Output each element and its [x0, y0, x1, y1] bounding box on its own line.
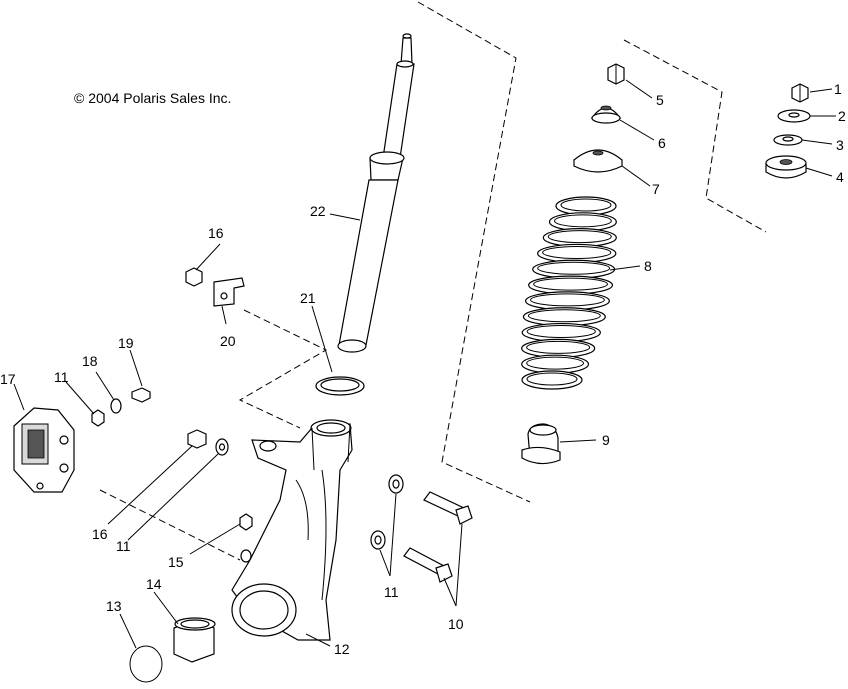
- caliper-washer: [215, 438, 229, 456]
- callout-11-bolts: 11: [384, 584, 399, 600]
- mounting-bolt-lower: [403, 547, 453, 583]
- callout-18: 18: [82, 353, 98, 369]
- callout-15: 15: [168, 554, 184, 570]
- callout-12: 12: [334, 641, 350, 657]
- callout-11-caliper: 11: [54, 369, 69, 385]
- bolt-washer-lower: [370, 530, 386, 550]
- callout-21: 21: [300, 290, 316, 306]
- callout-17: 17: [0, 371, 16, 387]
- callout-7: 7: [652, 181, 660, 197]
- mount-washer: [777, 109, 811, 123]
- callout-20: 20: [220, 333, 236, 349]
- callout-10: 10: [448, 616, 464, 632]
- mount-bushing: [765, 155, 807, 179]
- leader-lines: [13, 79, 836, 649]
- assembly-guide-lines: [99, 1, 767, 561]
- callout-19: 19: [118, 335, 134, 351]
- callout-1: 1: [834, 81, 842, 97]
- copyright-text: © 2004 Polaris Sales Inc.: [74, 90, 231, 106]
- callout-4: 4: [836, 169, 844, 185]
- callout-22: 22: [310, 203, 326, 219]
- bracket-screw: [239, 513, 253, 531]
- brake-caliper: [13, 407, 75, 493]
- callout-5: 5: [656, 92, 664, 108]
- bracket-nut: [185, 267, 203, 287]
- mount-nut: [791, 83, 809, 103]
- upper-spring-cup: [590, 105, 622, 124]
- wheel-bearing: [173, 617, 216, 663]
- caliper-nut: [187, 429, 207, 449]
- callout-16-knuckle: 16: [92, 526, 108, 542]
- callout-6: 6: [658, 135, 666, 151]
- caliper-bolt: [131, 387, 151, 403]
- mounting-bolt-upper: [423, 491, 473, 525]
- top-nut: [607, 63, 625, 85]
- brake-line-bracket: [213, 277, 245, 307]
- bolt-washer-upper: [388, 474, 404, 494]
- seal-ring: [315, 376, 365, 396]
- callout-9: 9: [602, 432, 610, 448]
- coil-spring: [521, 196, 617, 390]
- spindle-knuckle: [231, 419, 353, 641]
- callout-14: 14: [146, 576, 162, 592]
- spring-seat: [573, 149, 623, 173]
- mount-bushing-washer: [773, 134, 803, 146]
- caliper-lock-washer: [110, 398, 122, 414]
- caliper-small-washer: [91, 409, 105, 427]
- snap-ring: [129, 645, 163, 683]
- callout-16-bracket: 16: [208, 225, 224, 241]
- callout-2: 2: [838, 108, 846, 124]
- callout-8: 8: [644, 258, 652, 274]
- shock-absorber: [337, 33, 415, 353]
- callout-3: 3: [836, 137, 844, 153]
- callout-13: 13: [106, 598, 122, 614]
- bump-stop: [521, 423, 561, 465]
- callouts: 1 2 3 4 5 6 7 8 9 10 11 11 11 12 13 14 1…: [0, 81, 846, 657]
- callout-11-knuckle: 11: [116, 538, 131, 554]
